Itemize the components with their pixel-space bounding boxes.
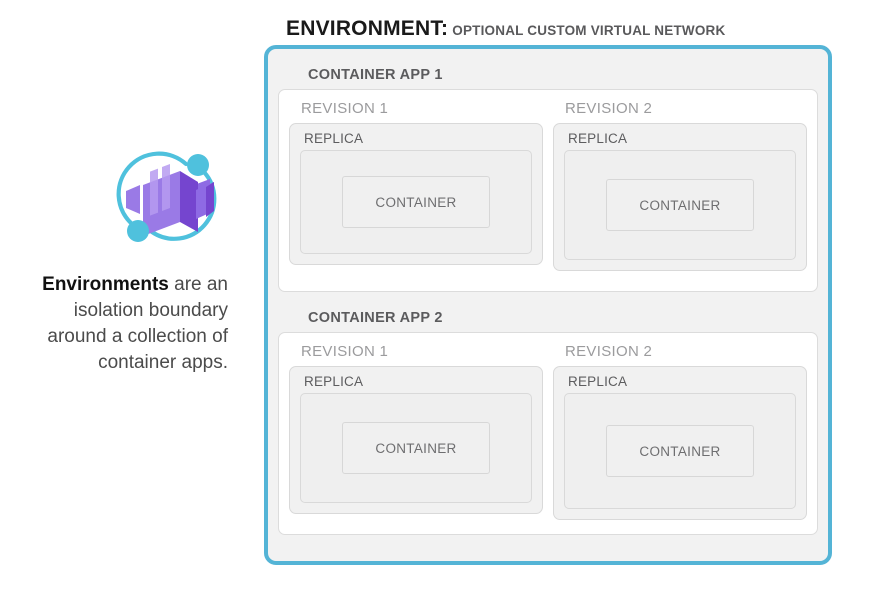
revision-column: REVISION 2 REPLICA CONTAINER xyxy=(553,98,807,277)
container-app-panel: CONTAINER APP 1 REVISION 1 REPLICA CONTA… xyxy=(278,59,818,292)
revision-column: REVISION 1 REPLICA CONTAINER xyxy=(289,98,543,277)
environment-boundary: CONTAINER APP 1 REVISION 1 REPLICA CONTA… xyxy=(264,45,832,565)
replica-inner-area: CONTAINER xyxy=(300,393,532,503)
left-column: Environments are an isolation boundary a… xyxy=(0,0,252,593)
revision-label: REVISION 1 xyxy=(301,100,389,117)
replica-label: REPLICA xyxy=(568,131,628,146)
environment-title: ENVIRONMENT:OPTIONAL CUSTOM VIRTUAL NETW… xyxy=(286,17,725,41)
revision-label: REVISION 2 xyxy=(565,343,653,360)
container-box: CONTAINER xyxy=(606,425,754,477)
container-box: CONTAINER xyxy=(606,179,754,231)
revision-label: REVISION 1 xyxy=(301,343,389,360)
environment-title-sub: OPTIONAL CUSTOM VIRTUAL NETWORK xyxy=(452,23,726,38)
replica-box: REPLICA CONTAINER xyxy=(553,123,807,271)
revision-column: REVISION 2 REPLICA CONTAINER xyxy=(553,341,807,520)
caption-rest: are an isolation boundary around a colle… xyxy=(47,274,228,373)
revision-label: REVISION 2 xyxy=(565,100,653,117)
container-app-panel: CONTAINER APP 2 REVISION 1 REPLICA CONTA… xyxy=(278,302,818,535)
replica-box: REPLICA CONTAINER xyxy=(289,366,543,514)
replica-label: REPLICA xyxy=(304,374,364,389)
caption-text: Environments are an isolation boundary a… xyxy=(12,272,228,376)
container-app-label: CONTAINER APP 2 xyxy=(308,310,443,326)
replica-inner-area: CONTAINER xyxy=(564,150,796,260)
container-app-label: CONTAINER APP 1 xyxy=(308,67,443,83)
azure-container-apps-logo xyxy=(110,138,226,254)
replica-box: REPLICA CONTAINER xyxy=(553,366,807,520)
caption-strong: Environments xyxy=(42,274,169,295)
revision-column: REVISION 1 REPLICA CONTAINER xyxy=(289,341,543,520)
environment-title-main: ENVIRONMENT: xyxy=(286,17,449,40)
replica-label: REPLICA xyxy=(568,374,628,389)
container-app-body: REVISION 1 REPLICA CONTAINER REVISION 2 … xyxy=(278,332,818,535)
replica-label: REPLICA xyxy=(304,131,364,146)
container-app-body: REVISION 1 REPLICA CONTAINER REVISION 2 … xyxy=(278,89,818,292)
replica-inner-area: CONTAINER xyxy=(300,150,532,254)
container-box: CONTAINER xyxy=(342,176,490,228)
replica-inner-area: CONTAINER xyxy=(564,393,796,509)
container-box: CONTAINER xyxy=(342,422,490,474)
replica-box: REPLICA CONTAINER xyxy=(289,123,543,265)
